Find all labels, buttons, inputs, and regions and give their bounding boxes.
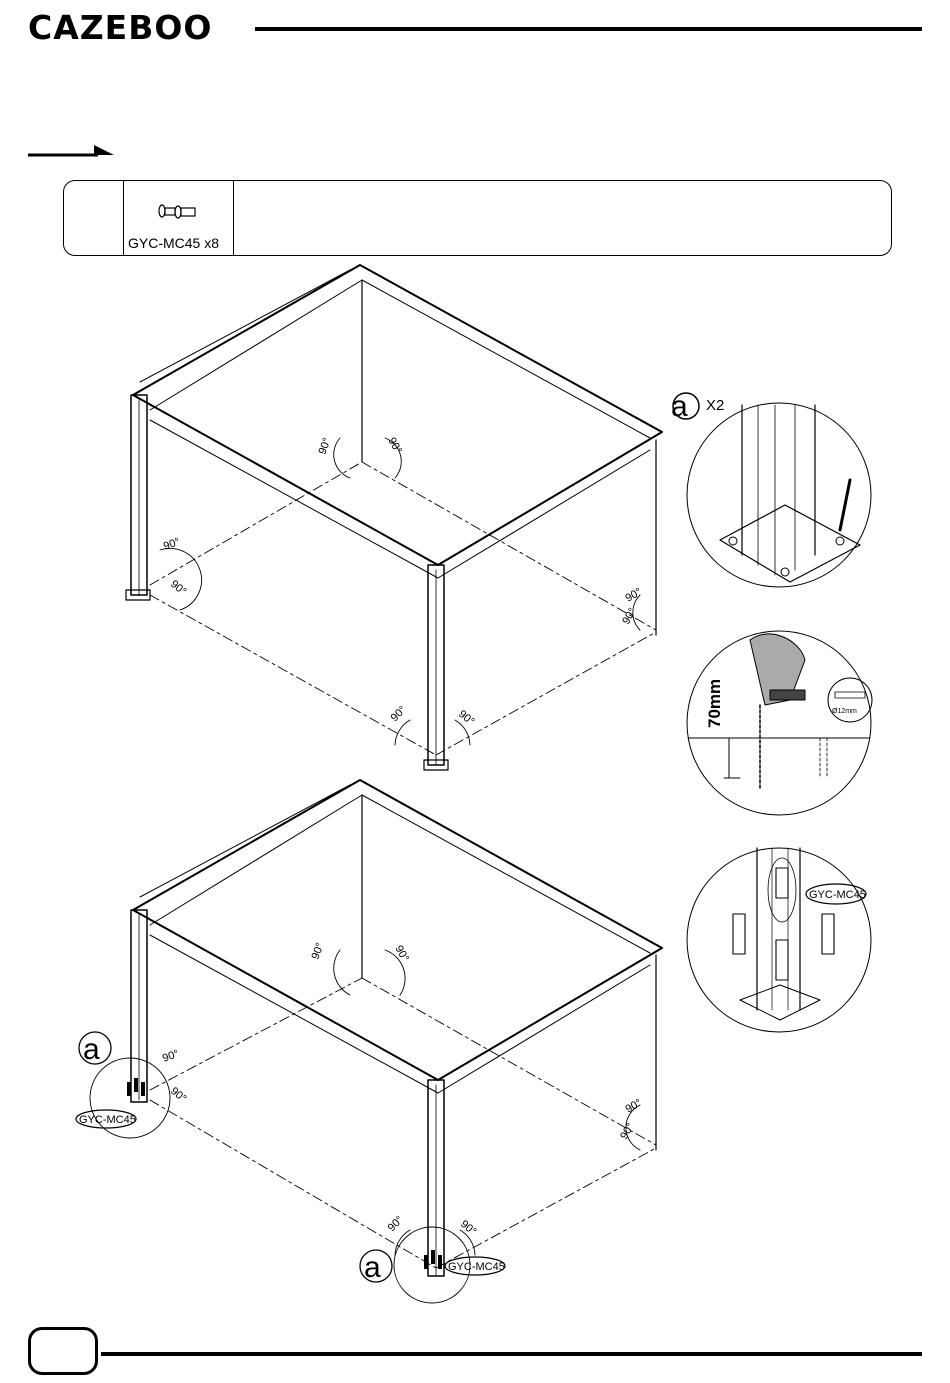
pergola-frame-bottom bbox=[90, 780, 662, 1303]
angle-label: 90° bbox=[624, 1097, 644, 1116]
angle-label: 90° bbox=[456, 708, 476, 728]
angle-label: 90° bbox=[161, 1048, 181, 1065]
angle-label: 90° bbox=[168, 578, 188, 598]
header-rule bbox=[255, 27, 922, 31]
assembly-illustration: a X2 70mm Ø12mm GYC-MC45 a GYC-MC45 a GY… bbox=[0, 258, 950, 1326]
angle-label: 90° bbox=[392, 944, 411, 964]
pergola-frame-top bbox=[126, 265, 662, 770]
angle-label: 90° bbox=[620, 606, 639, 626]
drill-depth: 70mm bbox=[705, 679, 724, 728]
angle-label: 90° bbox=[162, 536, 182, 553]
angle-label: 90° bbox=[385, 436, 404, 456]
page-number-box bbox=[28, 1327, 98, 1375]
callout-anchor-code-left: GYC-MC45 bbox=[79, 1114, 136, 1126]
detail-multiplier: X2 bbox=[706, 397, 724, 414]
part-code-quantity: GYC-MC45 x8 bbox=[128, 235, 219, 251]
anchor-bolt-icon bbox=[156, 201, 200, 223]
angle-label: 90° bbox=[389, 704, 409, 724]
detail-base-plate bbox=[687, 403, 871, 587]
angle-label: 90° bbox=[458, 1218, 478, 1238]
detail-anchor-bolts bbox=[687, 848, 871, 1032]
brand-logo: CAZEBOO bbox=[28, 8, 213, 48]
angle-label: 90° bbox=[317, 436, 334, 456]
parts-list-box: GYC-MC45 x8 bbox=[63, 180, 892, 256]
callout-anchor-code-bottom: GYC-MC45 bbox=[448, 1261, 505, 1273]
drill-diameter: Ø12mm bbox=[832, 708, 857, 715]
angle-label: 90° bbox=[168, 1085, 188, 1105]
detail-anchor-code: GYC-MC45 bbox=[809, 889, 866, 901]
parts-divider bbox=[233, 181, 234, 255]
parts-divider bbox=[123, 181, 124, 255]
footer-rule bbox=[101, 1352, 922, 1356]
angle-label: 90° bbox=[618, 1121, 637, 1141]
callout-marker-a-left: a bbox=[83, 1033, 100, 1066]
step-arrow-icon bbox=[28, 140, 118, 162]
callout-marker-a-bottom: a bbox=[364, 1251, 381, 1284]
angle-label: 90° bbox=[310, 941, 327, 961]
angle-label: 90° bbox=[624, 586, 644, 605]
angle-label: 90° bbox=[386, 1214, 406, 1234]
